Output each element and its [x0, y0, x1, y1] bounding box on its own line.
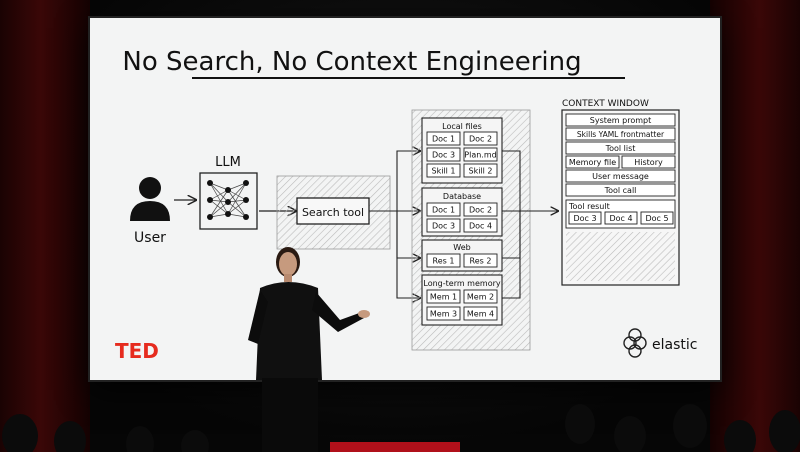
source-web: Web Res 1 Res 2 [421, 239, 503, 272]
curtain-left [0, 0, 90, 452]
speaker-figure [248, 247, 370, 452]
source-title: Web [453, 243, 470, 252]
source-local-files: Local files Doc 1 Doc 2 Doc 3 Plan.md Sk… [421, 117, 503, 184]
context-window-title: CONTEXT WINDOW [562, 99, 649, 109]
sources-to-context-lines [502, 150, 558, 299]
source-title: Local files [442, 122, 482, 131]
user-icon [130, 177, 170, 221]
source-item: Res 1 [433, 257, 455, 266]
source-title: Database [443, 192, 481, 201]
user-label: User [134, 230, 166, 246]
source-item: Doc 1 [432, 206, 455, 215]
source-item: Mem 4 [467, 310, 494, 319]
neural-network-icon [199, 172, 258, 230]
source-item: Doc 4 [469, 222, 492, 231]
context-window: System prompt Skills YAML frontmatter To… [561, 109, 680, 286]
source-long-term-memory: Long-term memory Mem 1 Mem 2 Mem 3 Mem 4 [421, 274, 503, 326]
source-item: Doc 3 [432, 222, 455, 231]
context-tool-result-title: Tool result [568, 202, 610, 211]
source-item: Mem 2 [467, 293, 494, 302]
source-item: Mem 1 [430, 293, 457, 302]
search-tool-box [296, 197, 370, 225]
elastic-logo-text: elastic [652, 337, 697, 353]
tool-result-doc: Doc 5 [645, 214, 668, 223]
source-item: Mem 3 [430, 310, 457, 319]
context-row: System prompt [590, 116, 651, 125]
context-row: Skills YAML frontmatter [577, 130, 665, 139]
context-row: Tool list [605, 144, 636, 153]
llm-label: LLM [215, 155, 241, 170]
curtain-right [710, 0, 800, 452]
source-item: Doc 2 [469, 206, 492, 215]
source-item: Res 2 [470, 257, 492, 266]
source-database: Database Doc 1 Doc 2 Doc 3 Doc 4 [421, 187, 503, 237]
slide-title: No Search, No Context Engineering [122, 47, 581, 77]
stage-red-carpet [330, 442, 460, 452]
search-tool-label: Search tool [302, 206, 364, 219]
source-item: Doc 3 [432, 151, 455, 160]
source-item: Plan.md [464, 151, 496, 160]
audience-silhouettes [2, 404, 800, 452]
context-tool-call: Tool call [604, 186, 637, 195]
source-item: Doc 2 [469, 135, 492, 144]
tool-result-doc: Doc 3 [573, 214, 596, 223]
ted-logo: TED [115, 339, 159, 363]
tool-result-doc: Doc 4 [609, 214, 632, 223]
source-title: Long-term memory [423, 279, 500, 288]
source-item: Skill 2 [468, 167, 492, 176]
source-item: Skill 1 [431, 167, 455, 176]
elastic-logo-icon [623, 328, 647, 358]
context-memory-file: Memory file [569, 158, 616, 167]
context-user-message: User message [592, 172, 649, 181]
slide-diagram: No Search, No Context Engineering User L… [115, 47, 697, 363]
context-history: History [634, 158, 663, 167]
source-item: Doc 1 [432, 135, 455, 144]
projection-screen: No Search, No Context Engineering User L… [90, 18, 720, 380]
